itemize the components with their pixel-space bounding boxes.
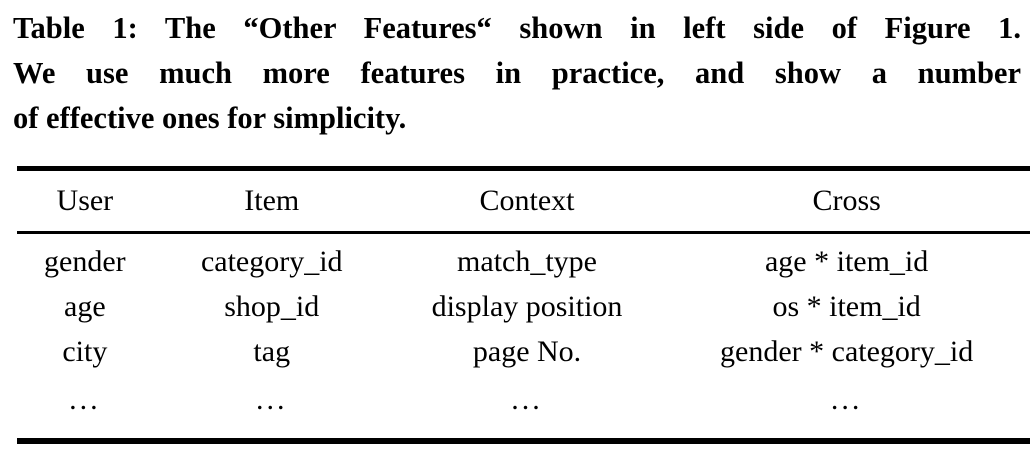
table-caption: Table 1: The “Other Features“ shown in l… [13, 6, 1021, 141]
caption-line-3: of effective ones for simplicity. [13, 101, 407, 135]
table-cell-ellipsis: ... [830, 383, 863, 416]
table-cell: category_id [200, 244, 343, 278]
table-cell-ellipsis: ... [256, 383, 288, 416]
column-header-item: Item [244, 184, 300, 217]
ellipsis-row: ... ... ... ... [17, 374, 1030, 441]
table-row: gender category_id match_type age * item… [17, 233, 1030, 285]
table-cell: city [62, 334, 108, 368]
table-cell: tag [253, 334, 291, 368]
table-cell: age [64, 289, 106, 323]
table-cell: page No. [472, 334, 582, 368]
table-cell: gender [44, 244, 126, 278]
features-table-wrapper: User Item Context Cross gender category_… [17, 166, 1030, 444]
table-row: age shop_id display position os * item_i… [17, 284, 1030, 329]
caption-line-1: Table 1: The “Other Features“ shown in l… [13, 11, 1021, 45]
column-header-user: User [56, 184, 114, 217]
table-cell: gender * category_id [720, 334, 974, 368]
column-header-cross: Cross [812, 184, 881, 217]
table-cell: os * item_id [772, 289, 921, 323]
header-row: User Item Context Cross [17, 169, 1030, 233]
column-header-context: Context [479, 184, 575, 217]
features-table: User Item Context Cross gender category_… [17, 166, 1030, 444]
table-cell: age * item_id [764, 244, 929, 278]
table-cell-ellipsis: ... [511, 383, 543, 416]
table-cell: display position [431, 289, 623, 323]
caption-line-2: We use much more features in practice, a… [13, 56, 1021, 90]
table-cell-ellipsis: ... [69, 383, 101, 416]
table-row: city tag page No. gender * category_id [17, 329, 1030, 374]
table-cell: shop_id [224, 289, 320, 323]
table-cell: match_type [457, 244, 597, 278]
